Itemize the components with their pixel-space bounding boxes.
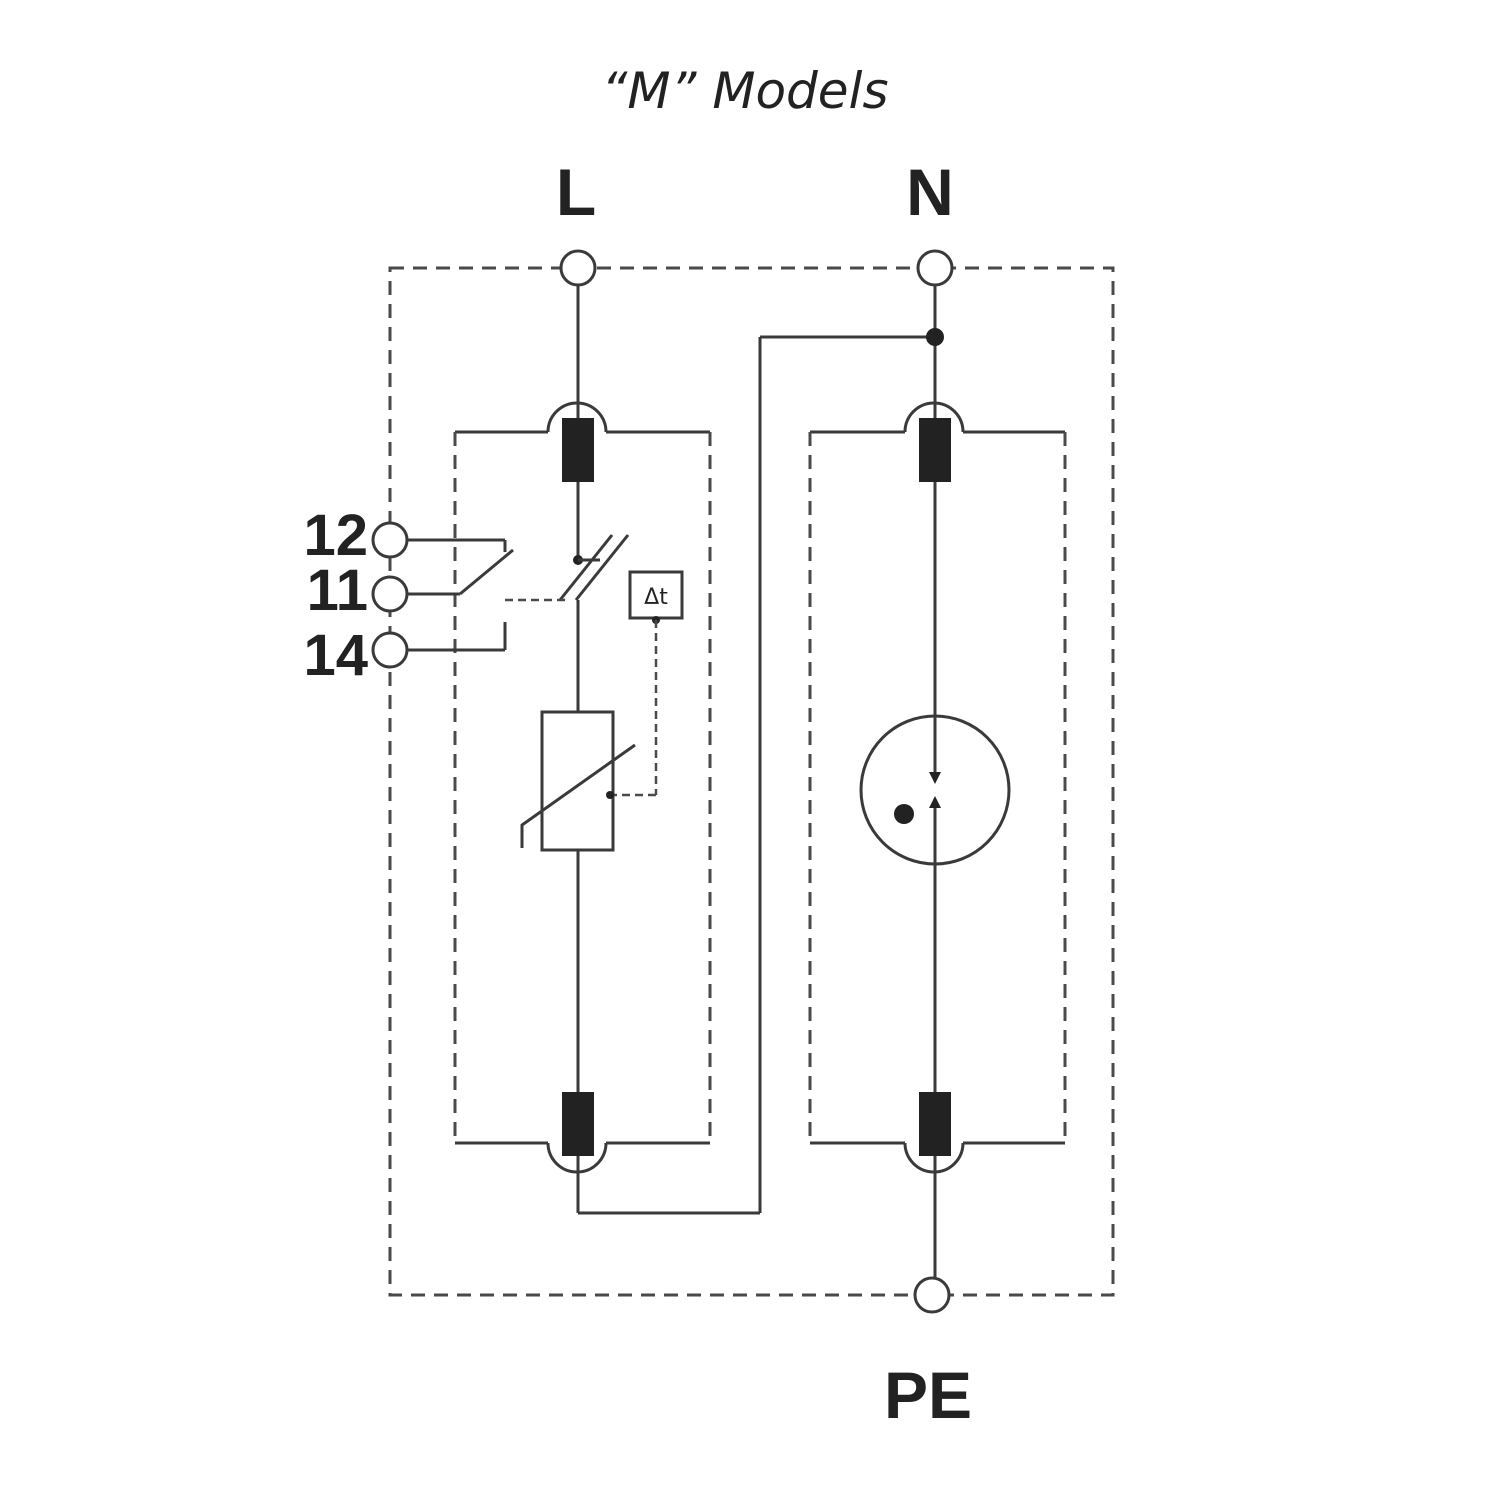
- thermal-disconnector-label: Δt: [644, 585, 668, 610]
- fuse-block-n-bottom: [919, 1092, 951, 1156]
- remote-signaling-contact: [408, 538, 570, 652]
- varistor-symbol: [520, 710, 636, 852]
- line-conductor: [576, 285, 935, 1215]
- thermal-disconnector: Δt: [610, 570, 684, 797]
- terminal-11: [371, 575, 409, 613]
- terminal-label-14: 14: [303, 623, 368, 688]
- gas-discharge-tube-symbol: [859, 714, 1011, 866]
- junction-dot: [926, 328, 944, 346]
- terminal-14: [371, 631, 409, 669]
- terminal-label-n: N: [906, 155, 954, 229]
- terminal-12: [371, 521, 409, 559]
- terminal-label-pe: PE: [884, 1358, 972, 1432]
- terminal-label-11: 11: [307, 558, 368, 623]
- fuse-block-n-top: [919, 418, 951, 482]
- terminal-pe: [913, 1276, 951, 1314]
- terminal-label-l: L: [556, 155, 596, 229]
- left-module: [453, 401, 712, 1174]
- fuse-block-l-top: [562, 418, 594, 482]
- right-module: [808, 401, 1067, 1174]
- terminal-label-12: 12: [303, 503, 368, 568]
- fuse-block-l-bottom: [562, 1092, 594, 1156]
- terminal-n: [916, 249, 954, 287]
- diagram-title: “M” Models: [601, 62, 888, 120]
- disconnect-switch: [558, 534, 630, 601]
- terminal-l: [559, 249, 597, 287]
